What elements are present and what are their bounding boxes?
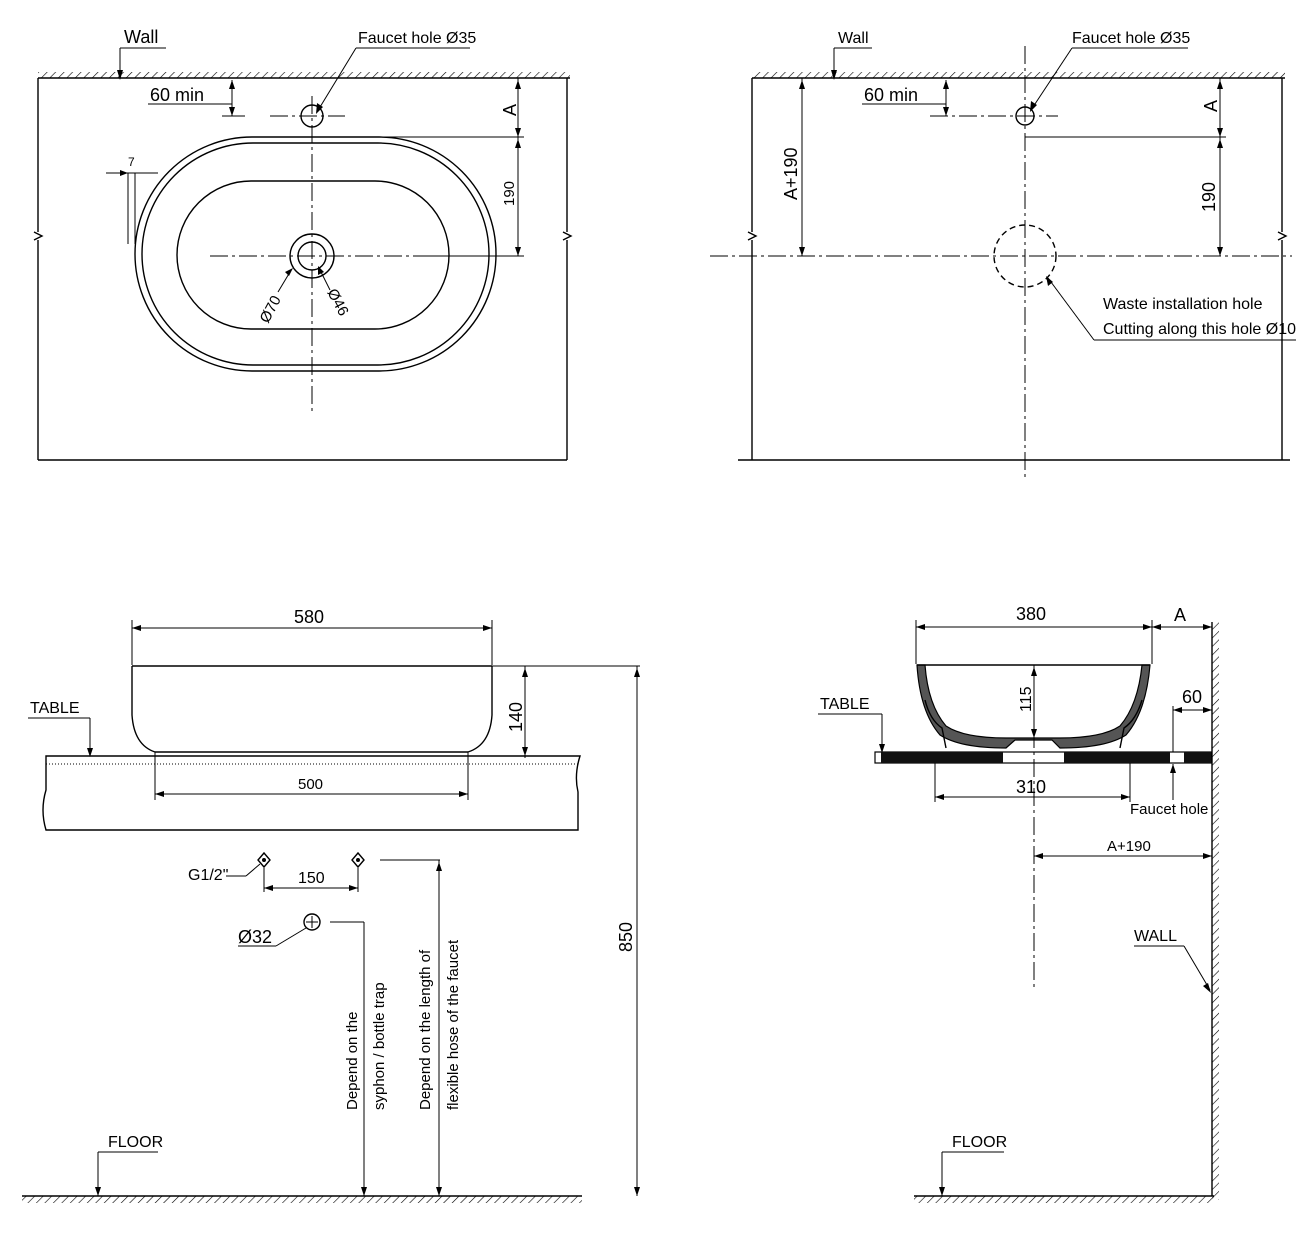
dim-500-label: 500 bbox=[298, 776, 323, 793]
wall-label: Wall bbox=[124, 27, 158, 47]
syphon-label-line2: syphon / bottle trap bbox=[371, 982, 388, 1110]
dim-a190-label-bottom: A+190 bbox=[1107, 838, 1151, 855]
valve-right-icon bbox=[351, 851, 365, 869]
basin-outer-rim bbox=[134, 136, 497, 372]
floor-label-right: FLOOR bbox=[952, 1134, 1007, 1151]
faucet-hole bbox=[300, 104, 324, 128]
dim-310-label: 310 bbox=[1016, 777, 1046, 797]
dim-850-label: 850 bbox=[616, 922, 636, 952]
waste-hole bbox=[993, 224, 1057, 288]
dim-150-label: 150 bbox=[298, 870, 325, 887]
faucet-hole-right bbox=[1015, 106, 1035, 126]
min-distance-label: 60 min bbox=[150, 85, 204, 105]
dim-190-label: 190 bbox=[501, 181, 518, 206]
floor-label-left: FLOOR bbox=[108, 1134, 163, 1151]
faucet-hole-label: Faucet hole Ø35 bbox=[358, 30, 476, 47]
valve-left-icon bbox=[257, 851, 271, 869]
basin-rim-inner bbox=[141, 142, 490, 366]
dia-70-label: Ø70 bbox=[257, 293, 285, 326]
dim-190-label-right: 190 bbox=[1199, 182, 1219, 212]
waste-label-line1: Waste installation hole bbox=[1103, 296, 1263, 313]
bottom-right-side-section: 380 A 115 TABLE 60 bbox=[818, 604, 1219, 1203]
dim-a-label-bottom: A bbox=[1174, 605, 1186, 625]
dim-a190-label-top: A+190 bbox=[781, 147, 801, 200]
hose-label-line2: flexible hose of the faucet bbox=[445, 939, 462, 1110]
bottom-left-front-elevation: 580 140 TABLE 500 bbox=[22, 607, 640, 1203]
dia-32-label: Ø32 bbox=[238, 927, 272, 947]
top-right-cutout-view: Wall Faucet hole Ø35 60 min A+190 bbox=[710, 30, 1296, 480]
faucet-hole-label-bottom: Faucet hole bbox=[1130, 801, 1208, 818]
table-front bbox=[42, 755, 581, 831]
table-label-right: TABLE bbox=[820, 696, 870, 713]
dim-a-label: A bbox=[500, 104, 520, 116]
dia-46-label: Ø46 bbox=[323, 286, 351, 319]
dim-a-label-right: A bbox=[1201, 100, 1221, 112]
drain-outer bbox=[289, 233, 335, 279]
g12-label: G1/2" bbox=[188, 867, 228, 884]
drain-inner bbox=[297, 241, 327, 271]
dim-580-label: 580 bbox=[294, 607, 324, 627]
dim-7-label: 7 bbox=[128, 155, 135, 169]
wall-label-right: Wall bbox=[838, 30, 869, 47]
hose-label-line1: Depend on the length of bbox=[417, 949, 434, 1110]
wall-hatch bbox=[38, 72, 570, 78]
dim-60-label: 60 bbox=[1182, 687, 1202, 707]
dim-140-label: 140 bbox=[506, 702, 526, 732]
dim-115-label: 115 bbox=[1018, 686, 1035, 712]
waste-label-line2: Cutting along this hole Ø100 bbox=[1103, 321, 1296, 338]
basin-bowl bbox=[176, 180, 450, 330]
faucet-hole-label-right: Faucet hole Ø35 bbox=[1072, 30, 1190, 47]
dim-380-label: 380 bbox=[1016, 604, 1046, 624]
syphon-label-line1: Depend on the bbox=[344, 1012, 361, 1110]
table-label-left: TABLE bbox=[30, 700, 80, 717]
top-left-plan-view: Wall Faucet hole Ø35 60 min bbox=[33, 27, 573, 461]
min-distance-label-right: 60 min bbox=[864, 85, 918, 105]
waste-outlet-icon bbox=[303, 913, 321, 931]
basin-front bbox=[131, 666, 493, 753]
wall-label-bottom: WALL bbox=[1134, 928, 1177, 945]
